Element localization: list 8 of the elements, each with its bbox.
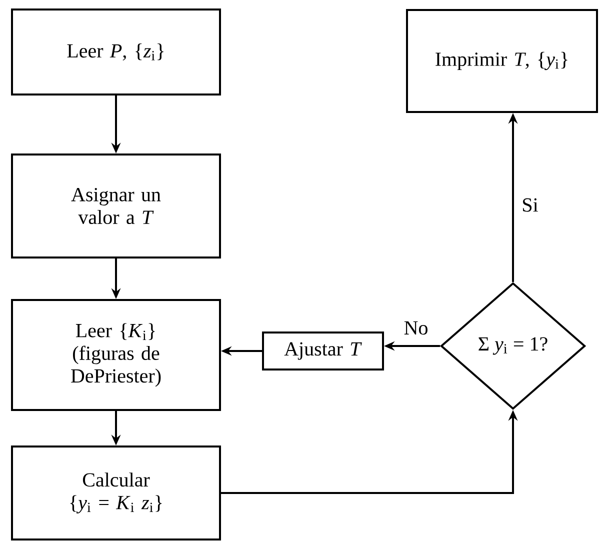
process-box: Calcular {y$_{i}$ = K$_{i}$ z$_{i}$}	[11, 446, 221, 540]
process-box: Leer P, {z$_{i}$}	[11, 8, 221, 96]
process-box: Asignar un valor a T	[11, 154, 221, 258]
process-box: Ajustar T	[262, 332, 384, 370]
process-box: Imprimir T, {y$_{i}$}	[406, 9, 598, 113]
edge-label: Si	[520, 196, 540, 214]
edge-label: No	[402, 320, 430, 336]
process-box: Leer {K$_{i}$} (figuras de DePriester)	[11, 299, 221, 411]
